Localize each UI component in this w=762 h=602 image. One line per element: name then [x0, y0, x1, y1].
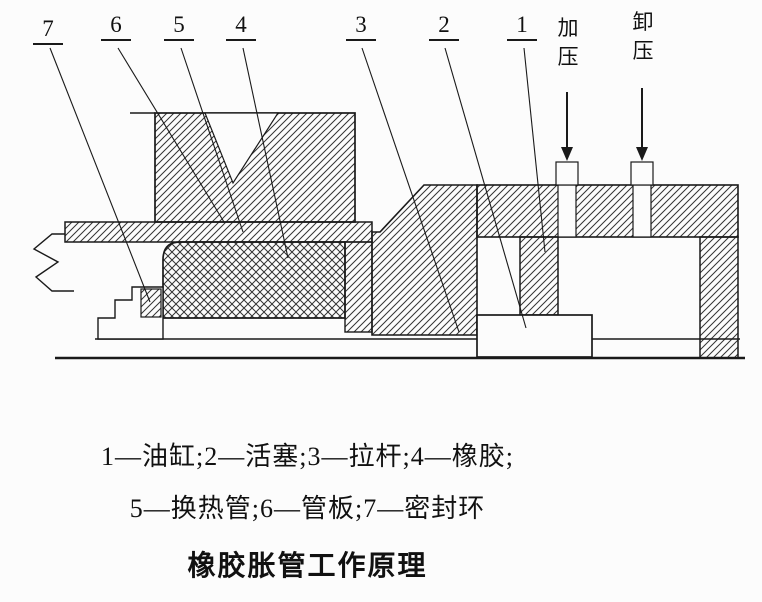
piston-shape	[476, 314, 593, 358]
plate-notch-shape	[204, 112, 280, 185]
pressurize-arrowhead	[561, 147, 573, 161]
leader-3	[361, 47, 460, 333]
callout-6: 6	[101, 12, 131, 42]
diagram: 7 6 5 4 3 2 1 加 压 卸 压	[32, 10, 745, 360]
pressurize-port-shape	[557, 184, 577, 238]
seal-ring-shape	[140, 288, 162, 318]
callout-1: 1	[507, 12, 537, 42]
diagram-canvas	[32, 47, 745, 360]
rubber-shape	[162, 241, 346, 319]
depressurize-label: 卸 压	[632, 10, 654, 64]
pressurize-label: 加 压	[557, 16, 579, 70]
leader-4	[242, 47, 289, 259]
leader-5	[180, 47, 244, 233]
leader-lines	[49, 47, 546, 333]
depressurize-arrowhead	[636, 147, 648, 161]
depressurize-nipple-shape	[630, 161, 654, 186]
gland-block-shape	[371, 184, 478, 336]
caption-line-1: 1—油缸;2—活塞;3—拉杆;4—橡胶;	[101, 442, 514, 471]
cylinder-right-wall-shape	[699, 236, 739, 359]
callout-7: 7	[33, 16, 63, 46]
pressurize-nipple-shape	[555, 161, 579, 186]
leader-6	[117, 47, 225, 223]
cylinder-left-wall-shape	[519, 236, 559, 316]
heat-exchange-tube-shape	[64, 221, 373, 243]
caption-line-2: 5—换热管;6—管板;7—密封环	[129, 494, 486, 523]
callout-2: 2	[429, 12, 459, 42]
cylinder-cover-shape	[476, 184, 739, 238]
callout-5: 5	[164, 12, 194, 42]
callout-3: 3	[346, 12, 376, 42]
leader-2	[444, 47, 527, 329]
pusher-ring-shape	[344, 241, 373, 333]
figure-title: 橡胶胀管工作原理	[187, 551, 428, 582]
leader-1	[523, 47, 546, 253]
break-line-symbol	[32, 233, 74, 292]
leader-7	[49, 47, 151, 303]
pressure-arrows	[561, 88, 648, 161]
depressurize-port-shape	[632, 184, 652, 238]
callout-4: 4	[226, 12, 256, 42]
